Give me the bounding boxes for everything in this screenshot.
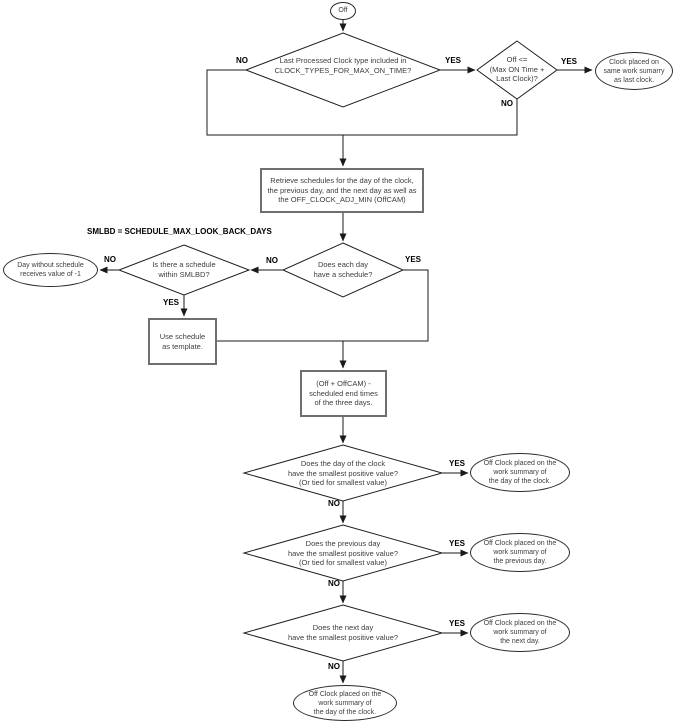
text-line: (Off + OffCAM) - [316,379,371,389]
text-line: Off Clock placed on the [483,620,557,627]
branch-no-within-smlbd: NO [104,255,116,264]
branch-no-clock-type: NO [236,56,248,65]
text-line: Last Processed Clock type included in [279,56,407,65]
process-retrieve-schedules: Retrieve schedules for the day of the cl… [260,168,424,213]
decision-next-day: Does the next day have the smallest posi… [258,623,428,642]
decision-day-of-clock: Does the day of the clock have the small… [258,459,428,488]
text-line: the day of the clock. [313,708,377,716]
branch-yes-within-smlbd: YES [162,298,179,307]
text-line: have a schedule? [313,269,373,279]
text-line: CLOCK_TYPES_FOR_MAX_ON_TIME? [274,65,412,75]
text-line: within SMLBD? [158,269,210,279]
decision-previous-day: Does the previous day have the smallest … [258,539,428,568]
terminal-previous-day: Off Clock placed on the work summary of … [470,533,570,572]
decision-day-of-clock-shape [242,444,444,502]
text-line: (Or tied for smallest value) [299,478,387,487]
text-line: Off <= [506,55,528,64]
terminal-same-summary: Clock placed on same work sumarry as las… [595,52,673,90]
terminal-no-schedule: Day without schedule receives value of -… [3,253,98,287]
text-line: Off [338,7,348,15]
branch-yes-next-day: YES [448,619,465,628]
text-line: work summary of [318,699,372,707]
text-line: have the smallest positive value? [287,632,399,642]
branch-no-each-day: NO [266,256,278,265]
decision-next-day-shape [242,604,444,662]
branch-yes-day-of-clock: YES [448,459,465,468]
text-line: same work sumarry [603,67,665,75]
text-line: Clock placed on [609,58,659,66]
branch-no-previous-day: NO [328,579,340,588]
text-line: the previous day, and the next day as we… [267,185,417,195]
branch-no-max-on-time: NO [501,99,513,108]
decision-previous-day-shape [242,524,444,582]
decision-clock-type: Last Processed Clock type included in CL… [243,56,443,75]
branch-yes-previous-day: YES [448,539,465,548]
text-line: receives value of -1 [20,271,81,278]
text-line: the OFF_CLOCK_ADJ_MIN (OffCAM) [278,195,406,205]
terminal-final-day-of-clock: Off Clock placed on the work summary of … [293,685,397,721]
decision-max-on-time: Off <= (Max ON Time + Last Clock)? [467,55,567,84]
text-line: Last Clock)? [496,74,538,83]
branch-no-day-of-clock: NO [328,499,340,508]
terminal-next-day: Off Clock placed on the work summary of … [470,613,570,652]
text-line: (Max ON Time + [489,64,545,74]
text-line: Does the next day [312,623,374,632]
connector-yes-each-day-merge [217,269,429,342]
decision-each-day-shape [281,242,405,298]
text-line: (Or tied for smallest value) [299,558,387,567]
start-node: Off [330,2,356,20]
decision-within-smlbd-shape [117,244,251,296]
decision-max-on-time-shape [476,40,558,100]
text-line: the day of the clock. [488,478,552,485]
decision-clock-type-shape [244,32,442,108]
text-line: Day without schedule [17,262,84,269]
connector-no-merge-top [206,69,518,136]
text-line: Off Clock placed on the [483,540,557,547]
text-line: scheduled end times [309,388,378,398]
text-line: Does the day of the clock [300,459,386,468]
text-line: work summary of [493,469,547,476]
text-line: Off Clock placed on the [483,460,557,467]
text-line: Retrieve schedules for the day of the cl… [270,176,414,186]
text-line: the previous day. [493,558,547,565]
branch-yes-clock-type: YES [444,56,461,65]
smlbd-definition-note: SMLBD = SCHEDULE_MAX_LOOK_BACK_DAYS [87,227,272,236]
text-line: of the three days. [314,398,373,408]
text-line: the next day. [500,638,540,645]
text-line: work summary of [493,549,547,556]
branch-no-next-day: NO [328,662,340,671]
text-line: Is there a schedule [152,260,216,269]
text-line: Does each day [317,260,369,269]
process-use-template: Use schedule as template. [148,318,217,365]
text-line: work summary of [493,629,547,636]
text-line: Does the previous day [305,539,381,548]
text-line: have the smallest positive value? [287,468,399,478]
branch-yes-max-on-time: YES [560,57,577,66]
process-offcam-subtraction: (Off + OffCAM) - scheduled end times of … [300,370,387,417]
text-line: have the smallest positive value? [287,548,399,558]
branch-yes-each-day: YES [404,255,421,264]
terminal-day-of-clock: Off Clock placed on the work summary of … [470,453,570,492]
decision-each-day: Does each day have a schedule? [293,260,393,279]
text-line: Off Clock placed on the [308,690,382,698]
text-line: as template. [162,341,203,351]
text-line: Use schedule [159,332,206,341]
text-line: as last clock. [613,76,655,84]
decision-within-smlbd: Is there a schedule within SMLBD? [134,260,234,279]
